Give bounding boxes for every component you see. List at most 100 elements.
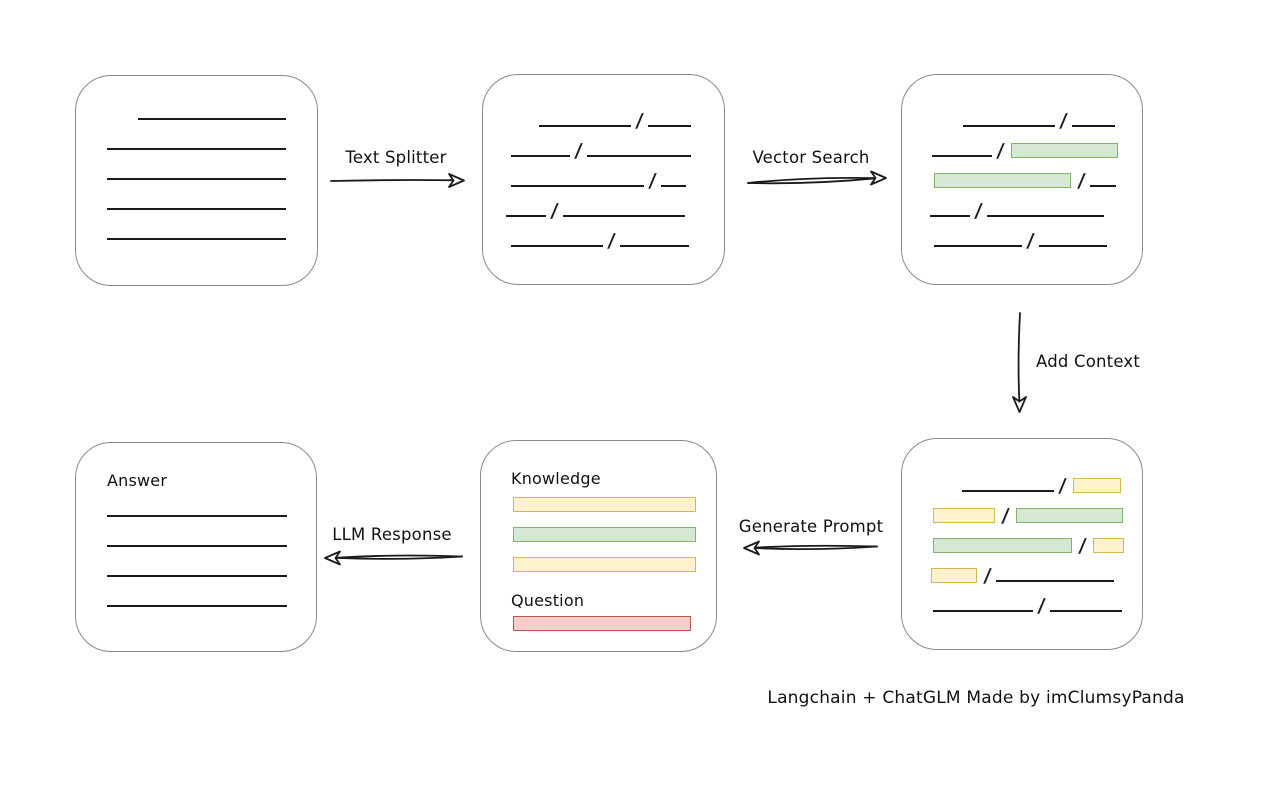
text-line bbox=[932, 155, 992, 157]
slash-separator: / bbox=[549, 200, 560, 222]
slash-separator: / bbox=[1057, 475, 1068, 497]
segment-row bbox=[107, 91, 317, 121]
segment-row: / bbox=[929, 493, 1142, 527]
slash-separator: / bbox=[634, 110, 645, 132]
question-label: Question bbox=[511, 591, 585, 610]
highlight-chunk-yellow bbox=[513, 557, 696, 572]
segment-row bbox=[511, 557, 716, 587]
slash-separator: / bbox=[573, 140, 584, 162]
llm-response-label: LLM Response bbox=[332, 525, 452, 544]
text-line bbox=[1071, 125, 1115, 127]
text-line bbox=[107, 148, 286, 150]
context-selection-box: / / / / / bbox=[901, 438, 1143, 650]
segment-row: / bbox=[929, 553, 1142, 587]
text-line bbox=[138, 118, 286, 120]
generate-prompt-arrow bbox=[743, 540, 878, 556]
text-line bbox=[1038, 245, 1107, 247]
segment-row: / bbox=[930, 218, 1142, 252]
text-line bbox=[107, 515, 287, 517]
document-lines bbox=[107, 91, 317, 241]
vector-search-label: Vector Search bbox=[752, 148, 870, 167]
highlight-chunk-green bbox=[933, 538, 1072, 553]
knowledge-label: Knowledge bbox=[511, 469, 601, 488]
split-chunks-box: ///// bbox=[482, 74, 725, 285]
segment-row bbox=[107, 121, 317, 151]
segment-row: / bbox=[930, 98, 1142, 132]
highlight-chunk-green bbox=[934, 173, 1071, 188]
text-line bbox=[562, 215, 685, 217]
segment-row: / bbox=[930, 158, 1142, 192]
answer-label: Answer bbox=[107, 471, 168, 490]
search-result-rows: / / / / / bbox=[930, 98, 1142, 252]
vector-search-arrow bbox=[747, 170, 887, 186]
slash-separator: / bbox=[973, 200, 984, 222]
vector-search-result-box: / / / / / bbox=[901, 74, 1143, 285]
segment-row bbox=[107, 211, 317, 241]
source-document-box bbox=[75, 75, 318, 286]
segment-row: / bbox=[929, 583, 1142, 617]
highlight-chunk-yellow bbox=[1092, 538, 1124, 553]
segment-row bbox=[107, 578, 316, 608]
segment-row bbox=[107, 488, 316, 518]
text-line bbox=[506, 215, 546, 217]
slash-separator: / bbox=[995, 140, 1006, 162]
diagram-caption: Langchain + ChatGLM Made by imClumsyPand… bbox=[767, 688, 1185, 708]
highlight-chunk-yellow bbox=[931, 568, 977, 583]
context-rows: / / / / / bbox=[929, 463, 1142, 617]
text-line bbox=[930, 215, 970, 217]
slash-separator: / bbox=[1058, 110, 1069, 132]
text-line bbox=[933, 610, 1033, 612]
segment-row bbox=[107, 548, 316, 578]
text-splitter-label: Text Splitter bbox=[345, 148, 447, 167]
slash-separator: / bbox=[1077, 535, 1088, 557]
text-line bbox=[647, 125, 691, 127]
slash-separator: / bbox=[982, 565, 993, 587]
text-line bbox=[511, 155, 570, 157]
segment-row bbox=[107, 518, 316, 548]
text-line bbox=[1089, 185, 1116, 187]
text-line bbox=[586, 155, 691, 157]
text-line bbox=[107, 575, 287, 577]
text-line bbox=[511, 185, 644, 187]
segment-row: / bbox=[930, 188, 1142, 222]
add-context-label: Add Context bbox=[1036, 352, 1141, 371]
segment-row: / bbox=[929, 463, 1142, 497]
chunk-rows: ///// bbox=[506, 98, 724, 252]
text-line bbox=[107, 545, 287, 547]
llm-response-arrow bbox=[324, 550, 463, 566]
text-line bbox=[539, 125, 631, 127]
segment-row: / bbox=[506, 98, 724, 132]
highlight-chunk-red bbox=[513, 616, 691, 631]
answer-lines bbox=[107, 488, 316, 608]
text-line bbox=[107, 208, 286, 210]
segment-row bbox=[107, 151, 317, 181]
highlight-chunk-green bbox=[1015, 508, 1123, 523]
text-line bbox=[107, 605, 287, 607]
segment-row: / bbox=[506, 218, 724, 252]
question-bars bbox=[511, 616, 716, 646]
generate-prompt-label: Generate Prompt bbox=[738, 517, 884, 536]
slash-separator: / bbox=[1025, 230, 1036, 252]
segment-row bbox=[511, 527, 716, 557]
slash-separator: / bbox=[606, 230, 617, 252]
segment-row bbox=[107, 181, 317, 211]
segment-row bbox=[511, 616, 716, 646]
text-line bbox=[1049, 610, 1122, 612]
text-splitter-arrow bbox=[330, 173, 465, 188]
text-line bbox=[986, 215, 1104, 217]
text-line bbox=[995, 580, 1114, 582]
text-line bbox=[619, 245, 689, 247]
slash-separator: / bbox=[1000, 505, 1011, 527]
text-line bbox=[934, 245, 1022, 247]
highlight-chunk-yellow bbox=[1072, 478, 1121, 493]
text-line bbox=[107, 238, 286, 240]
slash-separator: / bbox=[1036, 595, 1047, 617]
knowledge-bars bbox=[511, 497, 716, 587]
text-line bbox=[962, 490, 1054, 492]
text-line bbox=[511, 245, 603, 247]
highlight-chunk-green bbox=[513, 527, 696, 542]
segment-row: / bbox=[930, 128, 1142, 162]
slash-separator: / bbox=[1076, 170, 1087, 192]
